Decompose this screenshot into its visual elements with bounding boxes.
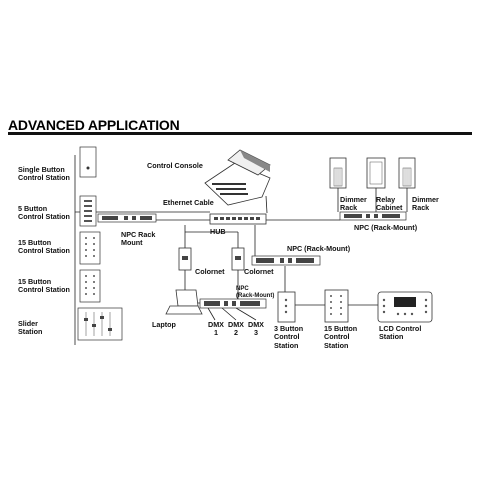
relay-cabinet: [366, 157, 386, 189]
npc-rack-mount-right: [339, 211, 407, 221]
control-console: [204, 149, 271, 206]
single-button-station: [79, 146, 97, 178]
fifteen-button-station-b: [79, 269, 101, 303]
lcd-control-station: [377, 291, 433, 323]
npc-rack-mount-mid: [251, 255, 321, 266]
label-lcd-station: LCD Control Station: [379, 324, 422, 342]
label-fifteen-button-c: 15 Button Control Station: [324, 324, 358, 350]
npc-rack-mount-small: [199, 298, 267, 309]
label-fifteen-button-b: 15 Button Control Station: [18, 277, 70, 295]
label-npc-rack-mount-small: NPC (Rack-Mount): [236, 286, 275, 299]
label-dimmer-rack-a: Dimmer Rack: [340, 195, 367, 213]
label-hub: HUB: [210, 227, 226, 236]
label-fifteen-button-a: 15 Button Control Station: [18, 238, 70, 256]
label-dimmer-rack-b: Dimmer Rack: [412, 195, 439, 213]
label-dmx-2: DMX 2: [228, 320, 244, 338]
npc-rack-mount-left: [97, 213, 157, 223]
label-single-button: Single Button Control Station: [18, 165, 70, 183]
label-ethernet-cable: Ethernet Cable: [163, 198, 214, 207]
label-relay-cabinet: Relay Cabinet: [376, 195, 403, 213]
colornet-b-device: [231, 247, 245, 271]
fifteen-button-station-c: [324, 289, 349, 323]
slider-station: [77, 307, 123, 341]
label-slider: Slider Station: [18, 319, 43, 337]
label-dmx-3: DMX 3: [248, 320, 264, 338]
label-five-button: 5 Button Control Station: [18, 204, 70, 222]
label-npc-rack-mount-right: NPC (Rack-Mount): [354, 223, 418, 232]
diagram-title: ADVANCED APPLICATION: [8, 117, 180, 133]
dimmer-rack-a: [329, 157, 347, 189]
hub-device: [209, 213, 267, 225]
title-underline: [8, 132, 472, 135]
label-laptop: Laptop: [152, 320, 176, 329]
five-button-station: [79, 195, 97, 227]
label-npc-rack-mount-mid: NPC (Rack-Mount): [287, 244, 351, 253]
label-colornet-b: Colornet: [244, 267, 274, 276]
three-button-station: [277, 291, 296, 323]
label-dmx-1: DMX 1: [208, 320, 224, 338]
label-control-console: Control Console: [147, 161, 203, 170]
colornet-a-device: [178, 247, 192, 271]
label-three-button: 3 Button Control Station: [274, 324, 304, 350]
fifteen-button-station-a: [79, 231, 101, 265]
label-npc-rack-mount-left: NPC Rack Mount: [121, 230, 156, 248]
label-colornet-a: Colornet: [195, 267, 225, 276]
laptop-device: [165, 289, 203, 315]
dimmer-rack-b: [398, 157, 416, 189]
